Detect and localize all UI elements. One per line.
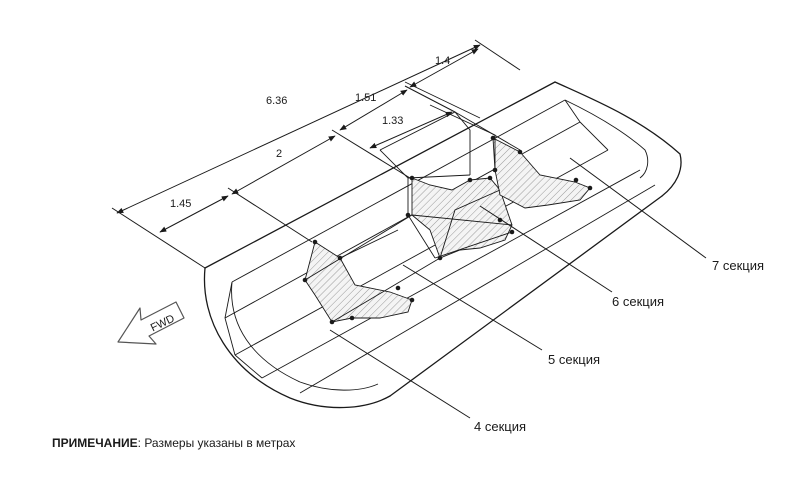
note-label: ПРИМЕЧАНИЕ	[52, 436, 138, 450]
section-4-patch	[302, 239, 415, 325]
section-4-label: 4 секция	[474, 419, 526, 434]
fwd-arrow-icon: FWD	[117, 301, 185, 345]
dim-seg3-label: 1.51	[355, 92, 376, 104]
dim-seg4-label: 1.4	[435, 55, 450, 67]
dim-seg2-label: 2	[276, 148, 282, 160]
dim-overall-label: 6.36	[266, 95, 287, 107]
section-7-patch	[490, 135, 593, 209]
note: ПРИМЕЧАНИЕ: Размеры указаны в метрах	[52, 436, 295, 450]
section-5-label: 5 секция	[548, 352, 600, 367]
section-6-label: 6 секция	[612, 294, 664, 309]
section-7-label: 7 секция	[712, 258, 764, 273]
dimension-lines	[111, 39, 521, 269]
section-leaders	[329, 157, 707, 419]
note-text: : Размеры указаны в метрах	[137, 436, 296, 450]
dim-seg1-label: 1.45	[170, 198, 191, 210]
dim-inner-label: 1.33	[382, 115, 403, 127]
